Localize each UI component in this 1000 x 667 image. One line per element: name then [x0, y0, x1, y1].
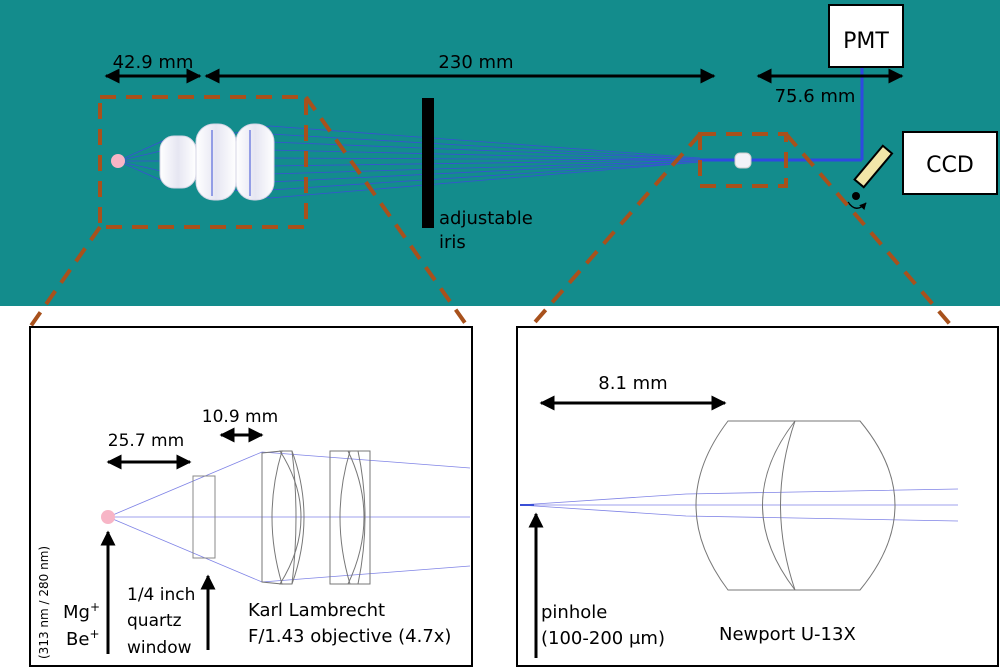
objective-lens-inset [261, 450, 371, 585]
wavelengths-label: (313 nm / 280 nm) [37, 546, 51, 659]
iris-label-line1: adjustable [439, 208, 533, 229]
ccd-box [902, 131, 998, 195]
left-inset-frame [29, 326, 473, 667]
right-inset-rays [519, 488, 959, 522]
dim-8-1-label: 8.1 mm [598, 373, 667, 394]
eyepiece-lens-top [734, 152, 752, 169]
flip-mirror [853, 144, 894, 189]
ion-species-mg: Mg+ [63, 600, 100, 623]
dim-10-9-label: 10.9 mm [202, 407, 278, 427]
ccd-label: CCD [926, 153, 974, 178]
objective-label-line1: Karl Lambrecht [248, 600, 385, 621]
pmt-box [828, 4, 904, 68]
dashed-callout-objective [26, 95, 472, 332]
dim-230-label: 230 mm [438, 52, 513, 73]
window-label-line2: quartz [127, 611, 182, 631]
ion-source-inset [101, 510, 115, 524]
dim-75-6-label: 75.6 mm [775, 86, 856, 107]
pinhole-label-line1: pinhole [541, 602, 607, 623]
mirror-rotate-arrow [847, 201, 867, 211]
adjustable-iris [422, 98, 434, 228]
pinhole-label-line2: (100-200 μm) [541, 628, 665, 649]
ion-species-be: Be+ [66, 627, 100, 650]
objective-lens-top [159, 123, 275, 201]
newport-lens-label: Newport U-13X [719, 624, 856, 645]
window-label-line3: window [127, 638, 192, 658]
dim-42-9-label: 42.9 mm [113, 52, 194, 73]
ion-to-objective-rays [117, 139, 166, 183]
mirror-pivot [852, 192, 860, 200]
objective-label-line2: F/1.43 objective (4.7x) [248, 626, 451, 647]
dim-25-7-label: 25.7 mm [108, 431, 184, 451]
iris-label-line2: iris [439, 232, 466, 253]
right-inset-frame [516, 326, 999, 667]
ion-source [111, 154, 125, 168]
dashed-callout-eyepiece [526, 132, 957, 332]
eyepiece-lens-inset [695, 420, 896, 591]
quartz-window-plate [192, 475, 216, 559]
pmt-label: PMT [843, 29, 889, 54]
window-label-line1: 1/4 inch [127, 585, 195, 605]
